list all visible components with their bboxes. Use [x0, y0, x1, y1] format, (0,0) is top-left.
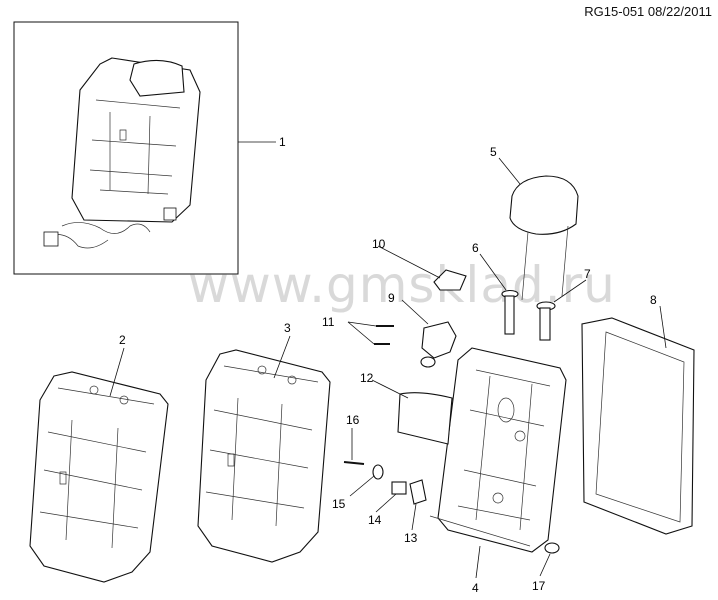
- callout-11: 11: [322, 315, 335, 329]
- part-3-seatback-pad: [197, 349, 331, 563]
- part-16-bolt: [343, 461, 365, 465]
- callout-5: 5: [490, 145, 497, 159]
- callout-8: 8: [650, 293, 657, 307]
- callout-4: 4: [472, 581, 479, 595]
- callout-9: 9: [388, 291, 395, 305]
- diagram-reference: RG15-051 08/22/2011: [584, 4, 712, 19]
- callout-3: 3: [284, 321, 291, 335]
- callout-12: 12: [360, 371, 374, 385]
- callout-1: 1: [279, 135, 286, 149]
- callout-10: 10: [372, 237, 386, 251]
- callout-6: 6: [472, 241, 479, 255]
- callout-2: 2: [119, 333, 126, 347]
- callout-14: 14: [368, 513, 382, 527]
- part-1-seatback-assembly: [13, 21, 239, 275]
- callout-7: 7: [584, 267, 591, 281]
- part-15-washer: [372, 464, 384, 480]
- part-4-seatback-frame: [429, 347, 567, 553]
- callout-17: 17: [532, 579, 546, 593]
- callout-15: 15: [332, 497, 346, 511]
- part-2-seatback-pad: [29, 371, 169, 583]
- callout-13: 13: [404, 531, 418, 545]
- part-12-panel-insert: [397, 392, 453, 445]
- part-5-headrest: [509, 175, 579, 301]
- part-14-spacer: [391, 481, 407, 495]
- part-17-grommet: [544, 542, 560, 554]
- part-7-headrest-guide: [536, 301, 556, 341]
- callout-16: 16: [346, 413, 360, 427]
- part-8-rear-panel: [581, 317, 695, 535]
- part-10-latch-bezel: [433, 269, 467, 291]
- part-6-headrest-guide: [501, 289, 519, 335]
- part-9-latch: [420, 321, 457, 368]
- part-11-bolts: [374, 325, 394, 345]
- part-13-bushing: [409, 479, 427, 505]
